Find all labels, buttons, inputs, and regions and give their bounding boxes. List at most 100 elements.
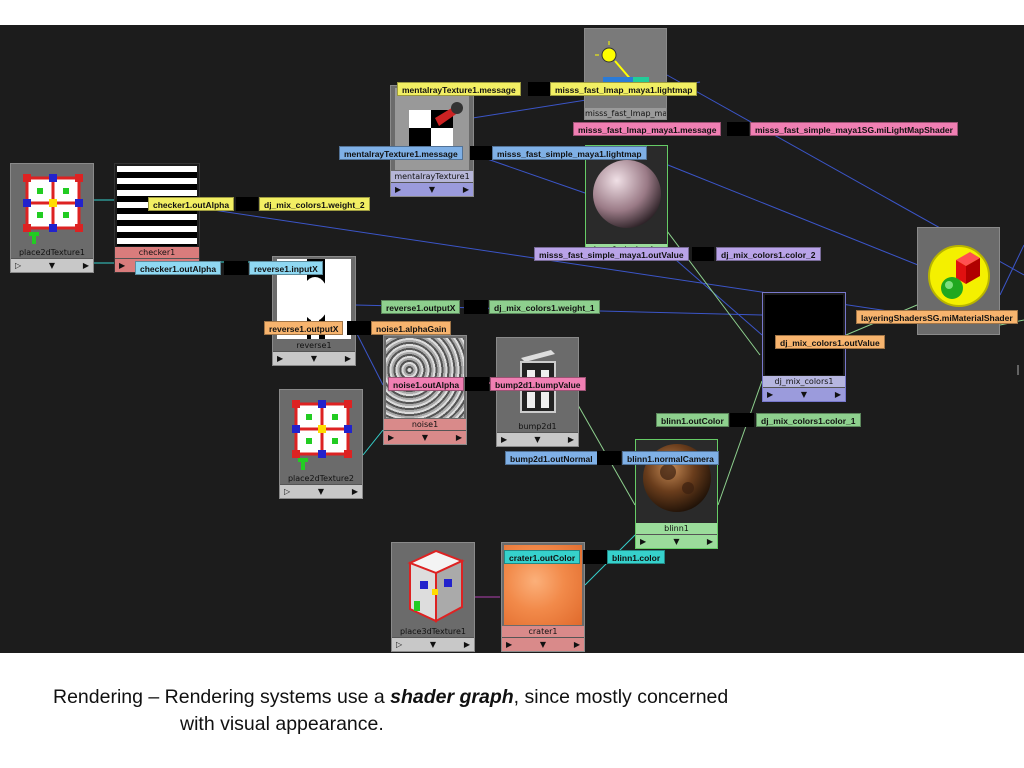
node-mentalrayTexture1[interactable]: mentalrayTexture1 ▶ ▼ ▶ (390, 85, 474, 197)
attr-tag-reverse-outputx-2[interactable]: reverse1.outputX (264, 321, 344, 335)
collapse-icon[interactable]: ▼ (428, 185, 436, 194)
place3d-texture-icon (396, 545, 470, 625)
output-icon[interactable]: ▶ (462, 185, 469, 194)
attr-tag-noise-outalpha[interactable]: noise1.outAlpha (388, 377, 465, 391)
expand-icon[interactable]: ▷ (284, 487, 291, 496)
node-checker1[interactable]: checker1 ▶ ▼ ▶ (114, 163, 200, 273)
node-label: crater1 (502, 626, 584, 637)
expand-icon[interactable]: ▶ (640, 537, 647, 546)
attr-tag-mix-color1[interactable]: dj_mix_colors1.color_1 (756, 413, 861, 427)
node-place3dTexture1[interactable]: place3dTexture1 ▷ ▼ ▶ (391, 542, 475, 652)
node-label: bump2d1 (518, 422, 557, 431)
node-toolbar: ▶ ▼ ▶ (391, 182, 473, 196)
material-sphere-swatch (588, 150, 665, 240)
collapse-icon[interactable]: ▼ (534, 435, 541, 444)
attr-tag-reverse-outputx[interactable]: reverse1.outputX (381, 300, 461, 314)
output-icon[interactable]: ▶ (706, 537, 713, 546)
collapse-icon[interactable]: ▼ (429, 640, 437, 649)
attr-tag-simple-outvalue[interactable]: misss_fast_simple_maya1.outValue (534, 247, 689, 261)
node-toolbar: ▷ ▼ ▶ (392, 637, 474, 651)
caption-emphasis: shader graph (390, 686, 514, 708)
node-misss-fast-simple[interactable]: misss_fast_simple_... (585, 145, 668, 257)
attr-tag-bump-bumpvalue[interactable]: bump2d1.bumpValue (490, 377, 586, 391)
hypershade-graph-canvas[interactable]: place2dTexture1 ▷ ▼ ▶ checker1 ▶ ▼ ▶ men… (0, 25, 1024, 653)
wire-place2d2-noise (362, 429, 384, 456)
output-icon[interactable]: ▶ (573, 640, 580, 649)
tag-spacer (528, 82, 550, 96)
collapse-icon[interactable]: ▼ (317, 487, 325, 496)
expand-icon[interactable]: ▶ (277, 354, 284, 363)
attr-tag-layering-mimaterialshader[interactable]: layeringShadersSG.miMaterialShader (856, 310, 1018, 324)
attr-tag-mix-outvalue[interactable]: dj_mix_colors1.outValue (775, 335, 885, 349)
light-map-icon (589, 31, 662, 115)
tag-spacer (470, 146, 492, 160)
attr-tag-bump-outnormal[interactable]: bump2d1.outNormal (505, 451, 598, 465)
attr-tag-lmap-lightmap[interactable]: misss_fast_lmap_maya1.lightmap (550, 82, 698, 96)
output-icon[interactable]: ▶ (455, 433, 462, 442)
collapse-icon[interactable]: ▼ (310, 354, 318, 363)
attr-tag-checker-outalpha-2[interactable]: checker1.outAlpha (135, 261, 222, 275)
output-icon[interactable]: ▶ (463, 640, 470, 649)
attr-tag-crater-outcolor[interactable]: crater1.outColor (504, 550, 581, 564)
attr-tag-mentalray-message-2[interactable]: mentalrayTexture1.message (339, 146, 463, 160)
node-place2dTexture2[interactable]: place2dTexture2 ▷ ▼ ▶ (279, 389, 363, 499)
node-label: mentalrayTexture1 (391, 171, 473, 182)
collapse-icon[interactable]: ▼ (673, 537, 680, 546)
node-place2dTexture1[interactable]: place2dTexture1 ▷ ▼ ▶ (10, 163, 94, 273)
output-icon[interactable]: ▶ (344, 354, 351, 363)
node-toolbar: ▶ ▼ ▶ (636, 534, 717, 548)
attr-tag-noise-alphagain[interactable]: noise1.alphaGain (371, 321, 452, 335)
attr-tag-blinn-outcolor[interactable]: blinn1.outColor (656, 413, 729, 427)
expand-icon[interactable]: ▶ (119, 261, 126, 270)
expand-icon[interactable]: ▷ (396, 640, 403, 649)
caption-prefix: Rendering – Rendering systems use a (53, 686, 391, 708)
expand-icon[interactable]: ▶ (767, 390, 774, 399)
output-icon[interactable]: ▶ (82, 261, 89, 270)
collapse-icon[interactable]: ▼ (421, 433, 429, 442)
node-toolbar: ▷ ▼ ▶ (11, 258, 93, 272)
output-icon[interactable]: ▶ (834, 390, 841, 399)
node-label: misss_fast_lmap_ma... (585, 108, 666, 119)
tag-spacer (347, 321, 371, 335)
node-toolbar: ▷ ▼ ▶ (280, 484, 362, 498)
expand-icon[interactable]: ▶ (506, 640, 513, 649)
collapse-icon[interactable]: ▼ (48, 261, 56, 270)
node-misss-fast-lmap[interactable]: misss_fast_lmap_ma... (584, 28, 667, 120)
tag-spacer (583, 550, 607, 564)
wire-simple-sg (667, 164, 919, 266)
node-label: dj_mix_colors1 (763, 376, 845, 387)
attr-tag-blinn-normalcamera[interactable]: blinn1.normalCamera (622, 451, 719, 465)
attr-tag-checker-outalpha[interactable]: checker1.outAlpha (148, 197, 235, 211)
attr-tag-mentalray-message[interactable]: mentalrayTexture1.message (397, 82, 521, 96)
expand-icon[interactable]: ▷ (15, 261, 22, 270)
tag-spacer (464, 300, 488, 314)
node-toolbar: ▶ ▼ ▶ (273, 351, 355, 365)
attr-tag-mix-weight1[interactable]: dj_mix_colors1.weight_1 (489, 300, 600, 314)
shading-group-icon (922, 230, 995, 326)
attr-tag-lmap-message[interactable]: misss_fast_lmap_maya1.message (573, 122, 722, 136)
expand-icon[interactable]: ▶ (501, 435, 508, 444)
output-icon[interactable]: ▶ (351, 487, 358, 496)
attr-tag-mix-weight2[interactable]: dj_mix_colors1.weight_2 (259, 197, 370, 211)
node-bump2d1[interactable]: bump2d1 ▶ ▼ ▶ (496, 337, 579, 447)
attr-tag-simple-lightmap[interactable]: misss_fast_simple_maya1.lightmap (492, 146, 647, 160)
collapse-icon[interactable]: ▼ (539, 640, 547, 649)
caption-line2: with visual appearance. (180, 713, 384, 735)
node-toolbar: ▶ ▼ ▶ (763, 387, 845, 401)
node-toolbar: ▶ ▼ ▶ (497, 432, 578, 446)
attr-tag-mix-color2[interactable]: dj_mix_colors1.color_2 (716, 247, 821, 261)
tag-spacer (730, 413, 754, 427)
expand-icon[interactable]: ▶ (388, 433, 395, 442)
expand-icon[interactable]: ▶ (395, 185, 402, 194)
attr-tag-sg-milightmapshader[interactable]: misss_fast_simple_maya1SG.miLightMapShad… (750, 122, 958, 136)
attr-tag-reverse-inputx[interactable]: reverse1.inputX (249, 261, 323, 275)
node-label: reverse1 (296, 341, 332, 350)
place2d-texture-icon (15, 166, 89, 246)
attr-tag-blinn-color[interactable]: blinn1.color (607, 550, 666, 564)
tag-spacer (224, 261, 248, 275)
collapse-icon[interactable]: ▼ (800, 390, 808, 399)
tag-spacer (727, 122, 749, 136)
output-icon[interactable]: ▶ (567, 435, 574, 444)
node-toolbar: ▶ ▼ ▶ (502, 637, 584, 651)
place2d-texture-icon (284, 392, 358, 472)
